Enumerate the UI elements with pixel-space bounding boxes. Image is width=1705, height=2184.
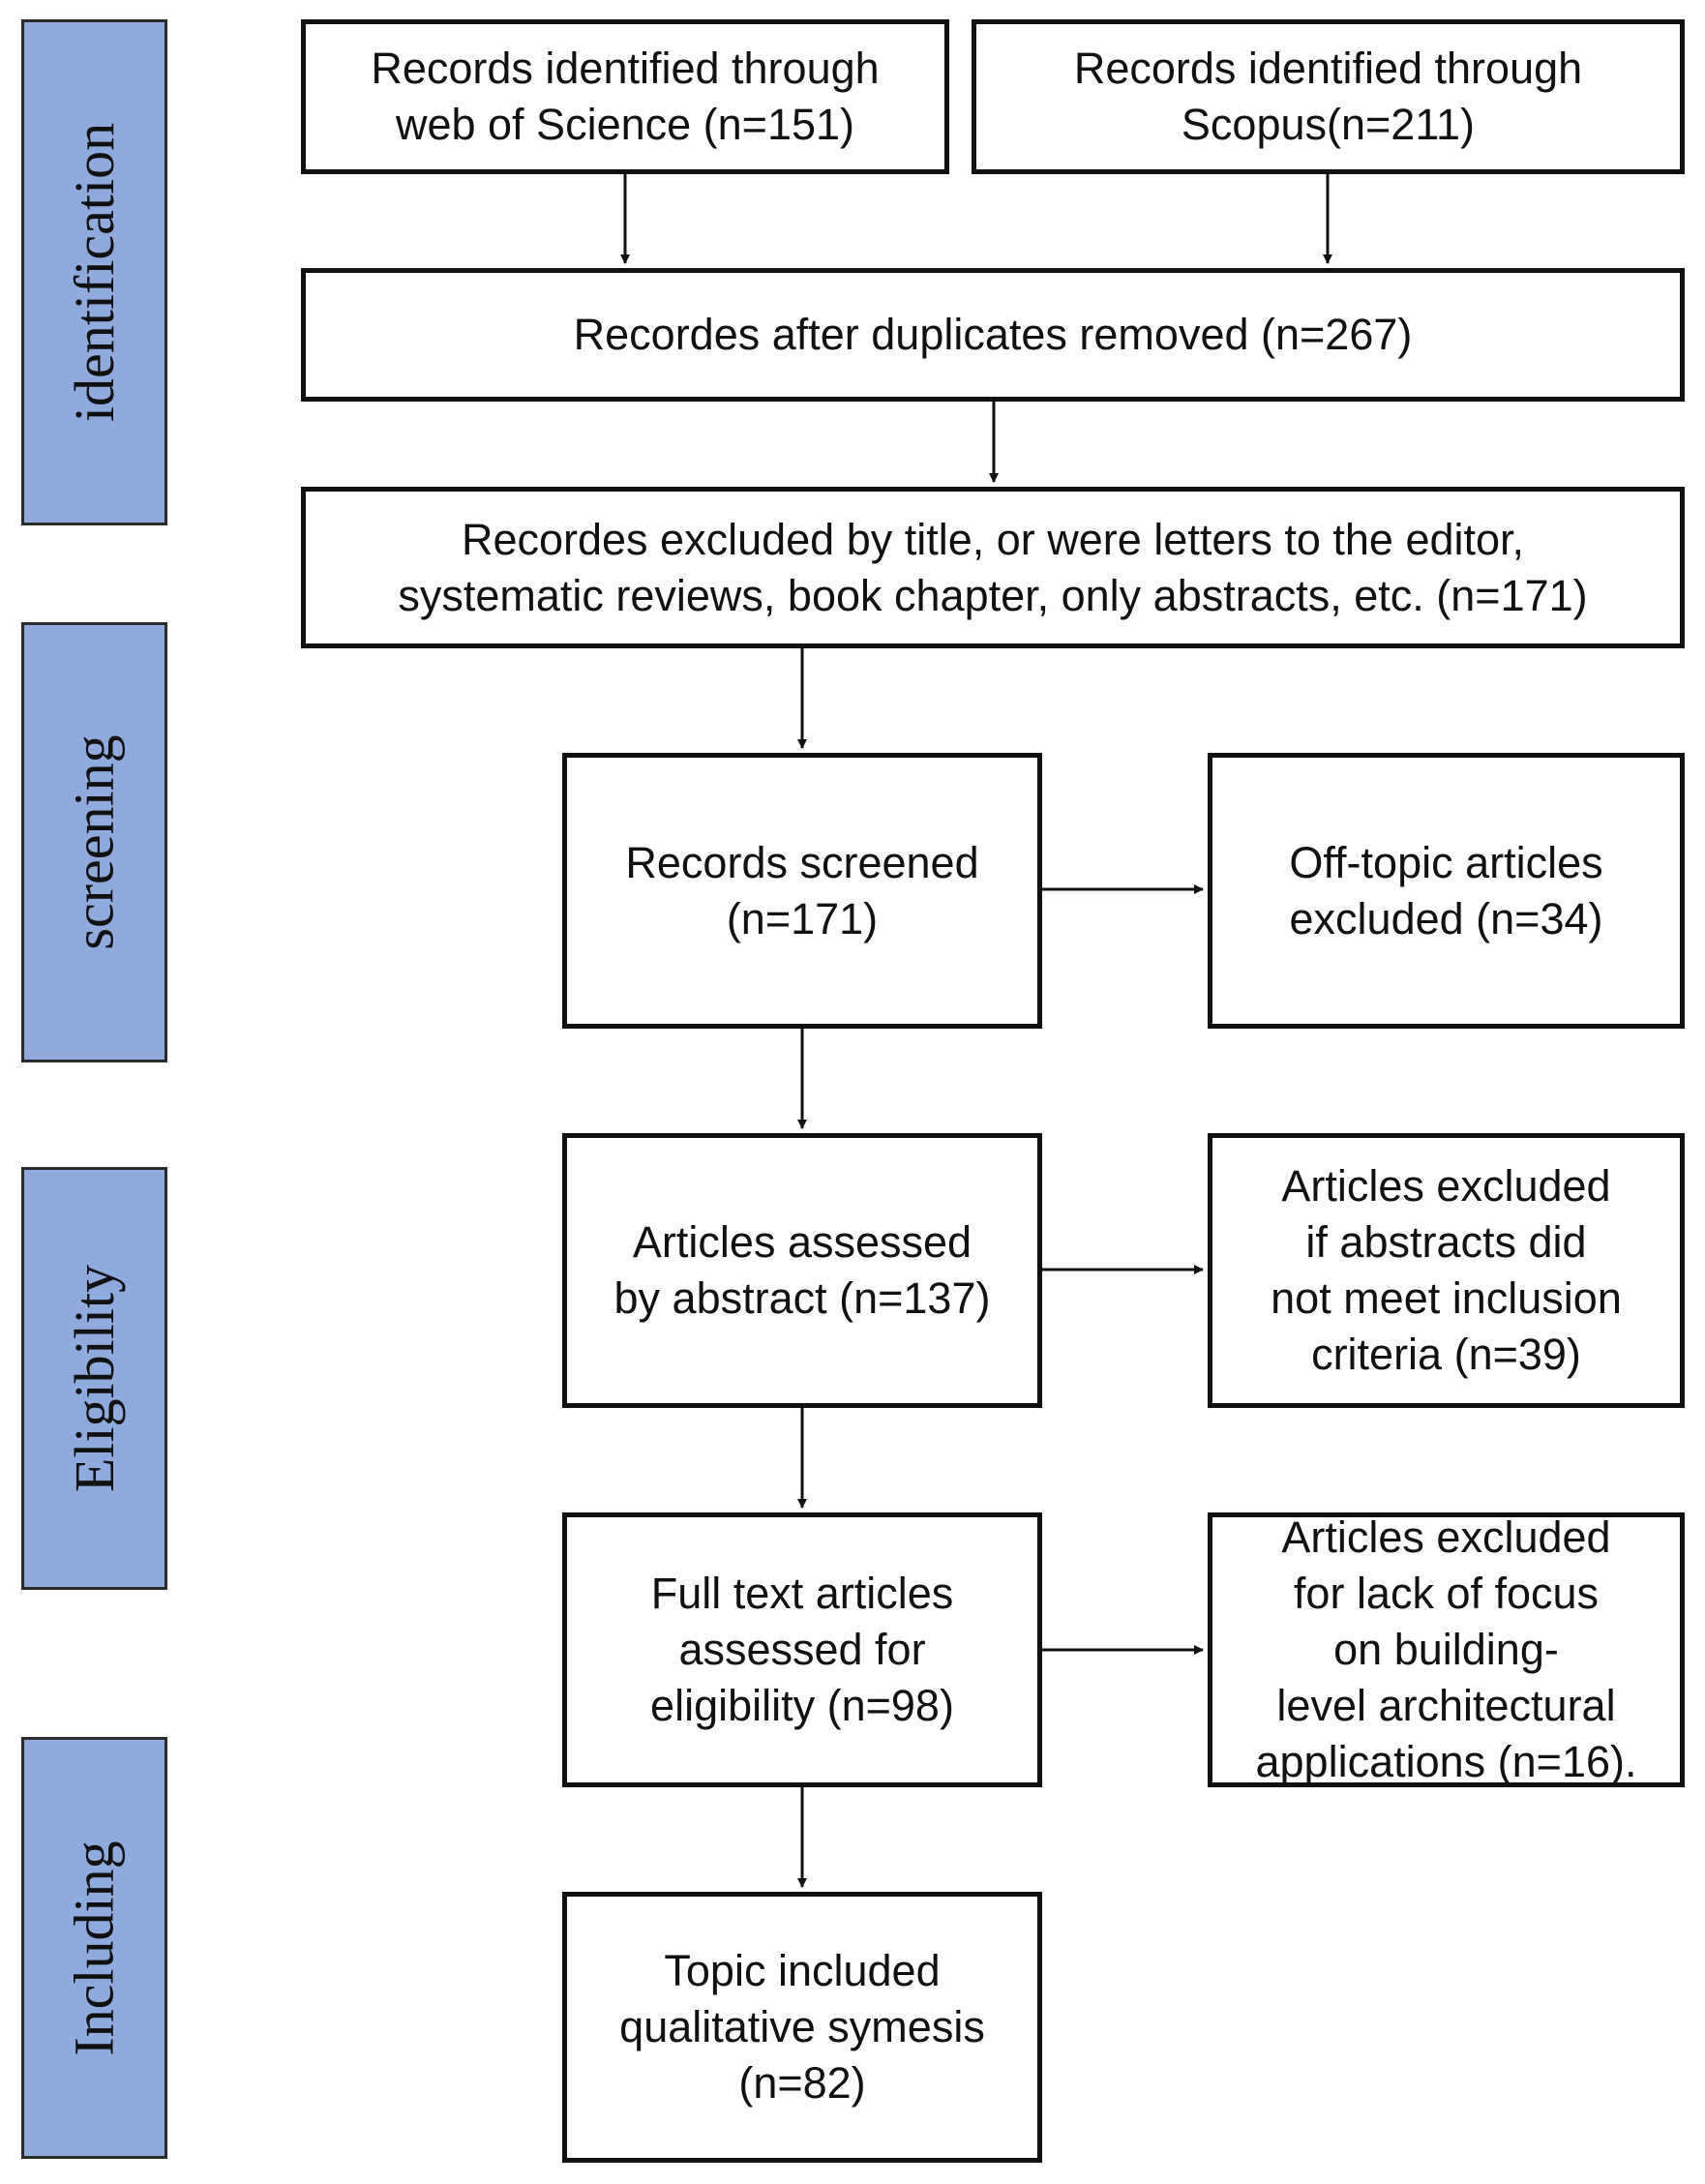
- box-abstract-excluded: Articles excluded if abstracts did not m…: [1208, 1133, 1685, 1408]
- phase-eligibility: Eligibility: [21, 1167, 167, 1590]
- box-fulltext-assessed: Full text articles assessed for eligibil…: [562, 1512, 1042, 1787]
- box-records-screened-line-1: Records screened: [625, 837, 979, 887]
- box-duplicates-removed-line-1: Recordes after duplicates removed (n=267…: [573, 310, 1413, 359]
- phase-identification: identification: [21, 19, 167, 525]
- box-included-synthesis-line-2: qualitative symesis: [619, 2002, 985, 2051]
- box-assessed-by-abstract-line-1: Articles assessed: [632, 1217, 972, 1267]
- box-offtopic-excluded-line-1: Off-topic articles: [1289, 837, 1603, 887]
- phase-screening: screening: [21, 622, 167, 1062]
- box-duplicates-removed: Recordes after duplicates removed (n=267…: [301, 268, 1685, 402]
- box-scopus-line-1: Records identified through: [1073, 44, 1583, 93]
- box-focus-excluded-line-2: for lack of focus: [1293, 1569, 1600, 1618]
- box-fulltext-assessed-line-1: Full text articles: [650, 1569, 954, 1618]
- box-fulltext-assessed-line-3: eligibility (n=98): [650, 1681, 954, 1730]
- box-assessed-by-abstract: Articles assessed by abstract (n=137): [562, 1133, 1042, 1408]
- box-excluded-by-title-line-1: Recordes excluded by title, or were lett…: [461, 514, 1525, 564]
- box-offtopic-excluded-line-2: excluded (n=34): [1289, 893, 1603, 943]
- phase-including: Including: [21, 1737, 167, 2159]
- box-excluded-by-title: Recordes excluded by title, or were lett…: [301, 487, 1685, 648]
- box-focus-excluded: Articles excluded for lack of focus on b…: [1208, 1512, 1685, 1787]
- box-included-synthesis: Topic included qualitative symesis (n=82…: [562, 1892, 1042, 2163]
- box-web-of-science-line-2: web of Science (n=151): [395, 100, 855, 149]
- box-abstract-excluded-line-3: not meet inclusion: [1271, 1273, 1622, 1323]
- box-included-synthesis-line-1: Topic included: [664, 1946, 941, 1995]
- box-web-of-science: Records identified through web of Scienc…: [301, 19, 949, 174]
- box-focus-excluded-line-1: Articles excluded: [1281, 1512, 1611, 1562]
- box-abstract-excluded-line-1: Articles excluded: [1281, 1161, 1611, 1211]
- box-fulltext-assessed-line-2: assessed for: [678, 1625, 926, 1674]
- box-scopus: Records identified through Scopus(n=211): [972, 19, 1685, 174]
- box-focus-excluded-line-4: level architectural: [1276, 1681, 1616, 1730]
- box-records-screened: Records screened (n=171): [562, 753, 1042, 1029]
- box-abstract-excluded-line-2: if abstracts did: [1305, 1217, 1587, 1267]
- box-excluded-by-title-line-2: systematic reviews, book chapter, only a…: [398, 570, 1588, 620]
- box-scopus-line-2: Scopus(n=211): [1181, 100, 1476, 149]
- box-web-of-science-line-1: Records identified through: [371, 44, 880, 93]
- box-included-synthesis-line-3: (n=82): [738, 2058, 866, 2108]
- box-assessed-by-abstract-line-2: by abstract (n=137): [613, 1273, 991, 1323]
- box-abstract-excluded-line-4: criteria (n=39): [1311, 1330, 1581, 1379]
- box-records-screened-line-2: (n=171): [726, 893, 879, 943]
- box-focus-excluded-line-3: on building-: [1333, 1625, 1559, 1674]
- box-focus-excluded-line-5: applications (n=16).: [1255, 1737, 1637, 1786]
- box-offtopic-excluded: Off-topic articles excluded (n=34): [1208, 753, 1685, 1029]
